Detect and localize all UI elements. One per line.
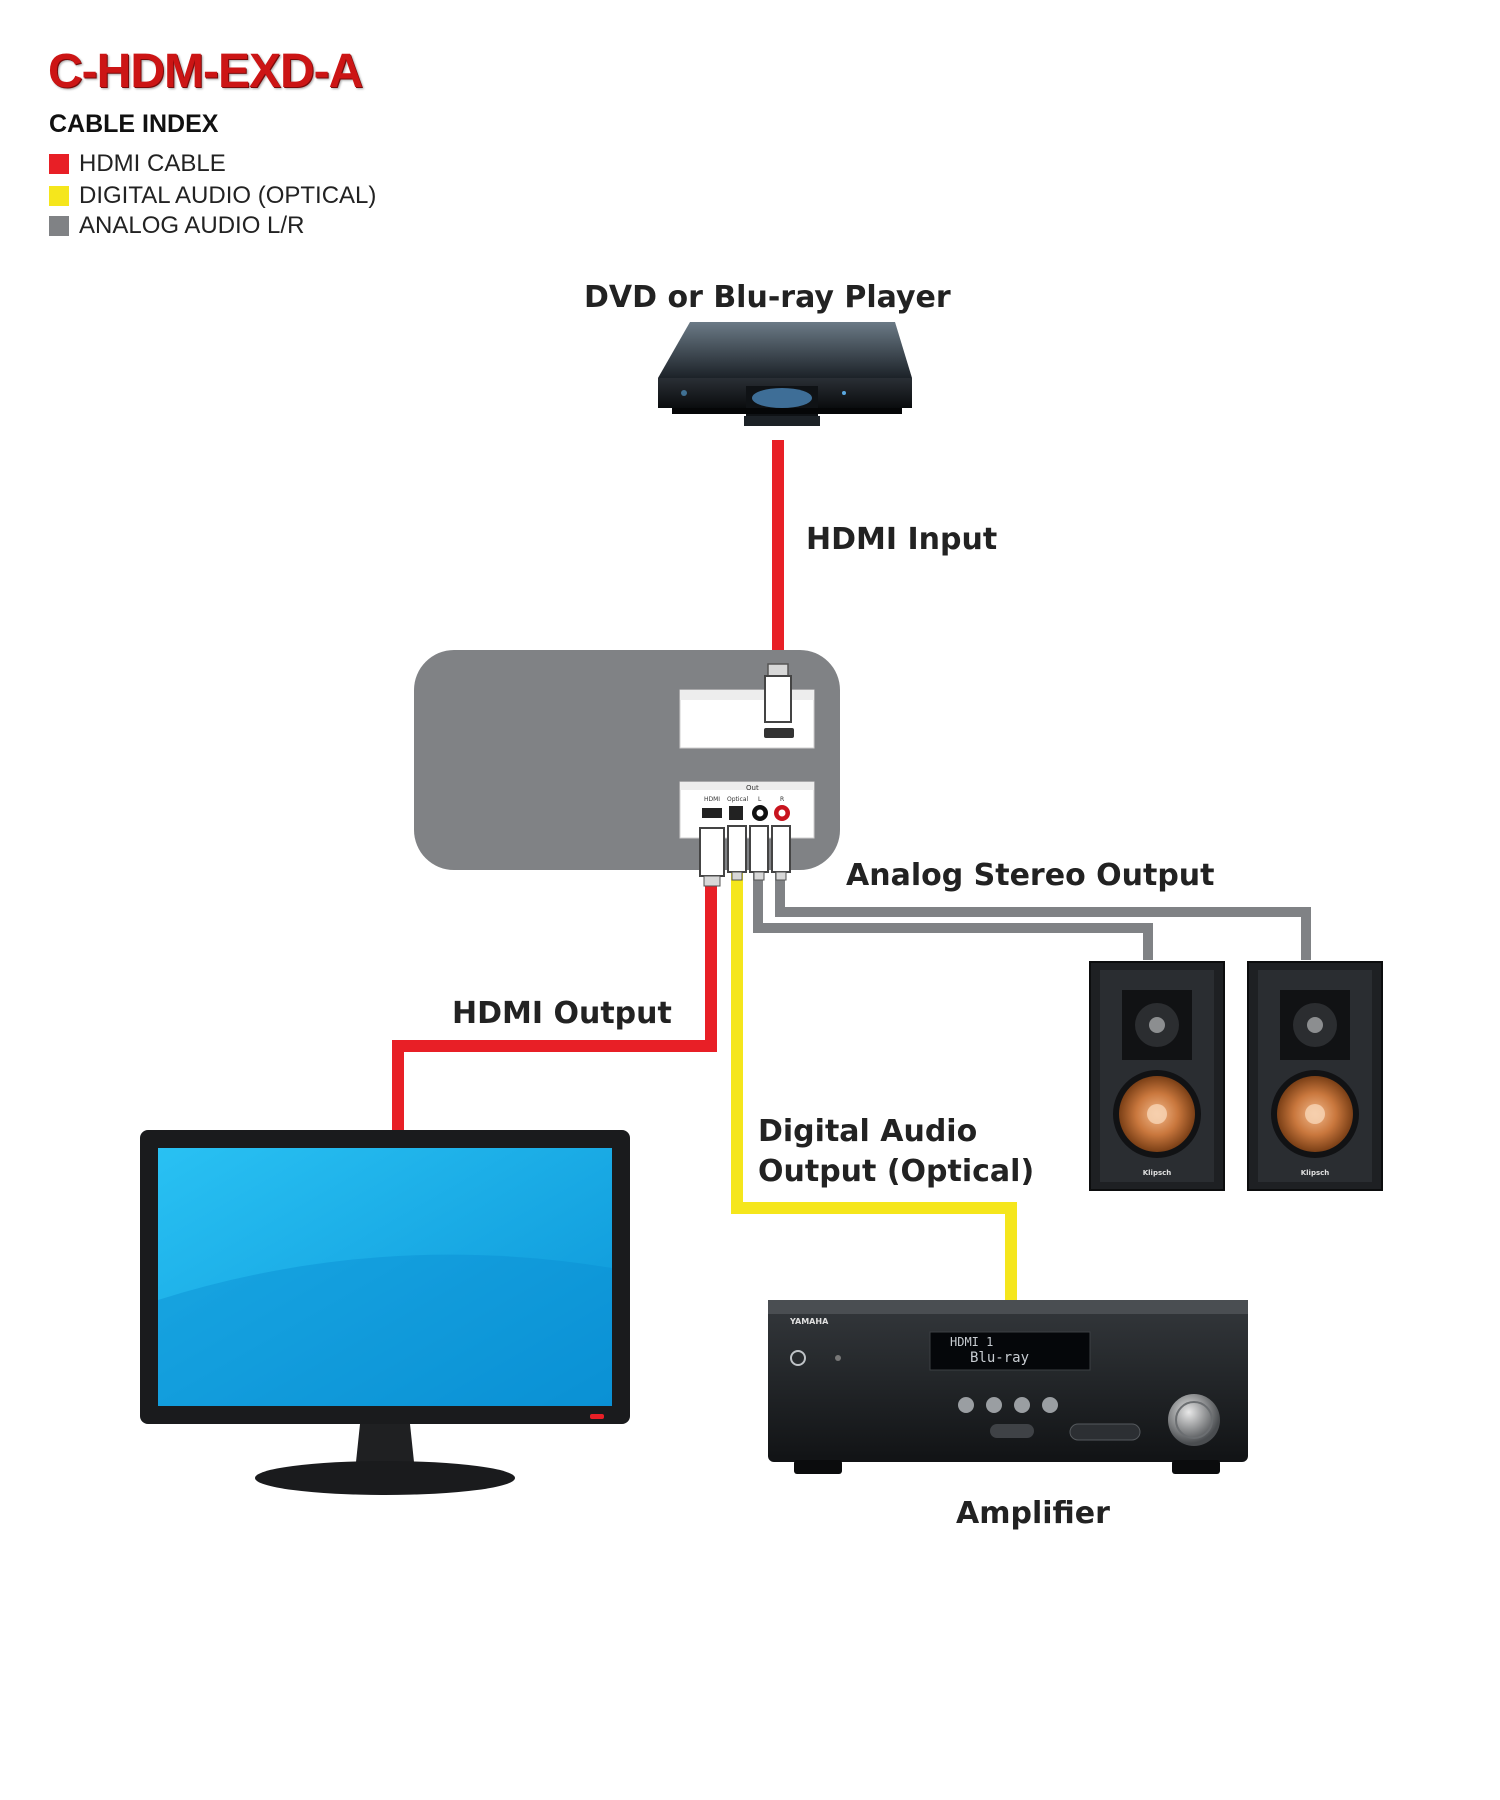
hdmi-input-label: HDMI Input [806, 522, 998, 557]
port-optical-label: Optical [727, 796, 749, 803]
amp-display-line2: Blu-ray [970, 1350, 1029, 1366]
analog-swatch [49, 216, 69, 236]
product-title: C-HDM-EXD-A [48, 45, 363, 98]
legend-label-analog: ANALOG AUDIO L/R [79, 212, 305, 239]
analog-output-label: Analog Stereo Output [846, 858, 1215, 893]
legend-item-hdmi: HDMI CABLE [49, 150, 226, 178]
hdmi-output-label: HDMI Output [452, 996, 672, 1031]
port-left-label: L [758, 796, 762, 803]
digital-output-label-line1: Digital Audio [758, 1114, 978, 1149]
analog-left-cable [753, 872, 1153, 960]
amplifier-label: Amplifier [956, 1496, 1110, 1531]
legend-item-analog: ANALOG AUDIO L/R [49, 212, 304, 240]
optical-swatch [49, 186, 69, 206]
amp-display-line1: HDMI 1 [950, 1335, 993, 1349]
extractor-unit [414, 650, 840, 887]
analog-right-cable [775, 872, 1311, 960]
optical-cable [731, 872, 1017, 1300]
port-right-label: R [780, 796, 784, 803]
legend-label-optical: DIGITAL AUDIO (OPTICAL) [79, 182, 377, 209]
amplifier-device [768, 1300, 1248, 1474]
hdmi-output-cable [392, 884, 717, 1132]
speaker-right-brand: Klipsch [1301, 1169, 1330, 1177]
dvd-player [658, 322, 912, 426]
cable-index-title: CABLE INDEX [49, 110, 219, 138]
digital-output-label-line2: Output (Optical) [758, 1154, 1035, 1189]
speaker-right [1247, 961, 1383, 1191]
amplifier-brand: YAMAHA [789, 1317, 829, 1326]
legend-item-optical: DIGITAL AUDIO (OPTICAL) [49, 182, 376, 210]
speaker-left-brand: Klipsch [1143, 1169, 1172, 1177]
tv-monitor [140, 1130, 630, 1495]
port-out-label: Out [746, 784, 759, 792]
port-hdmi-label: HDMI [704, 796, 720, 803]
speaker-left [1089, 961, 1225, 1191]
source-device-label: DVD or Blu-ray Player [584, 280, 951, 315]
hdmi-swatch [49, 154, 69, 174]
legend-label-hdmi: HDMI CABLE [79, 150, 226, 177]
